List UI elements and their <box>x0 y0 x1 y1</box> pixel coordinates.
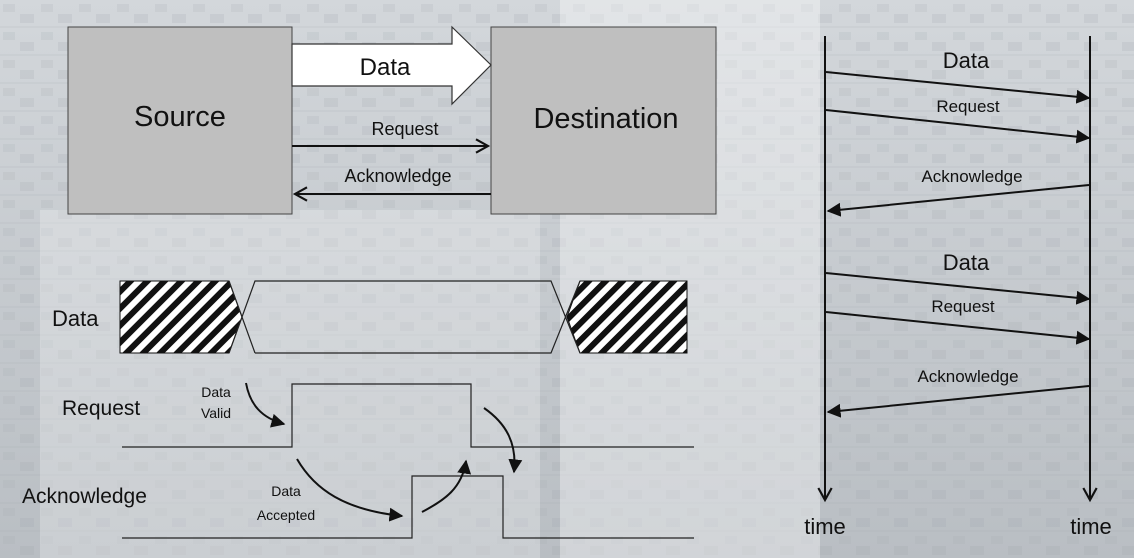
sequence-diagram: time time Data Request Acknowledge Data … <box>804 36 1112 539</box>
time-label-left: time <box>804 514 846 539</box>
data-invalid-hatch-left <box>120 281 242 353</box>
acknowledge-label: Acknowledge <box>344 166 451 186</box>
ack-falls-after-request-arrow <box>483 407 523 474</box>
block-diagram: Source Destination Data Request Acknowle… <box>67 25 717 215</box>
seq-label-acknowledge-1: Acknowledge <box>921 167 1022 186</box>
ack-rises-after-request-arrow <box>421 459 472 513</box>
data-valid-arrow <box>245 382 286 428</box>
timing-request-label: Request <box>62 397 140 420</box>
source-label: Source <box>134 101 226 133</box>
seq-label-data-2: Data <box>943 250 990 275</box>
seq-label-request-2: Request <box>931 297 995 316</box>
data-invalid-hatch-right <box>567 281 687 353</box>
data-valid-note-line2: Valid <box>201 405 231 421</box>
seq-arrow-request-2 <box>825 311 1091 345</box>
data-bus-arrow <box>291 25 492 106</box>
source-box <box>67 26 293 215</box>
seq-arrow-request-1 <box>825 109 1091 144</box>
request-label: Request <box>371 119 438 139</box>
seq-arrow-data-1 <box>825 71 1091 104</box>
seq-arrow-data-2 <box>825 272 1091 305</box>
seq-label-data-1: Data <box>943 48 990 73</box>
data-accepted-note-line1: Data <box>271 483 301 499</box>
data-valid-note-line1: Data <box>201 384 231 400</box>
seq-label-request-1: Request <box>936 97 1000 116</box>
request-waveform <box>122 383 694 448</box>
destination-label: Destination <box>533 103 678 135</box>
timing-diagram: Data Request Acknowledge Data Valid Data… <box>22 280 694 539</box>
seq-arrow-acknowledge-2 <box>826 385 1090 418</box>
data-valid-window <box>228 280 581 354</box>
seq-label-acknowledge-2: Acknowledge <box>917 367 1018 386</box>
data-bus-label: Data <box>360 54 411 81</box>
acknowledge-waveform <box>122 475 694 539</box>
timing-data-label: Data <box>52 306 99 331</box>
timing-acknowledge-label: Acknowledge <box>22 485 147 508</box>
data-accepted-note-line2: Accepted <box>257 507 315 523</box>
destination-box <box>490 26 717 215</box>
data-accepted-arrow <box>296 458 404 522</box>
time-label-right: time <box>1070 514 1112 539</box>
seq-arrow-acknowledge-1 <box>826 184 1090 217</box>
